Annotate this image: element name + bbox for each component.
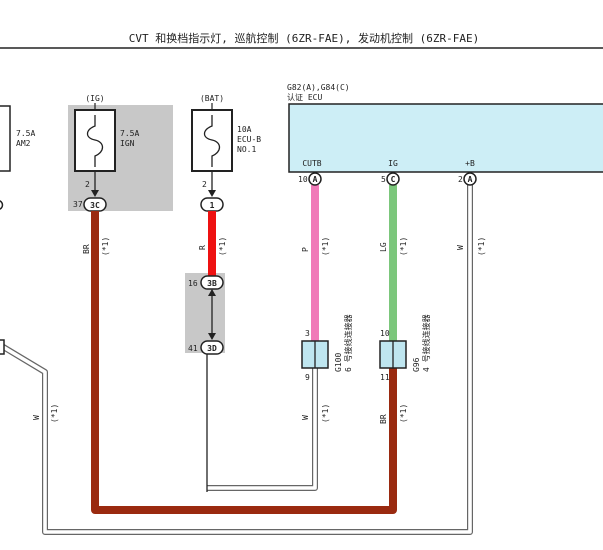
fuse-ecub-pin: 2 <box>202 180 207 189</box>
ecu-pin-b-num: 2 <box>458 175 463 184</box>
wire-w-g100-outline <box>207 368 318 491</box>
diagram-title: CVT 和换档指示灯, 巡航控制 (6ZR-FAE), 发动机控制 (6ZR-F… <box>129 31 479 45</box>
junction-3c-label: 3C <box>90 201 100 210</box>
label-br-left-mark: (*1) <box>101 237 110 256</box>
ecu-pin-ig-conn: C <box>391 175 396 184</box>
wire-labels: BR (*1) R (*1) P (*1) LG (*1) W (*1) W (… <box>32 237 486 424</box>
ecu-term-ig: IG <box>388 159 398 168</box>
fuse-am2-rating: 7.5A <box>16 129 35 138</box>
connector-g100-name: 6 号接线连接器 <box>343 314 353 372</box>
label-w-left-code: W <box>32 415 41 420</box>
junction-3d-pin: 41 <box>188 344 198 353</box>
label-br-left-code: BR <box>82 244 91 254</box>
fuse-ecub-name: ECU-B <box>237 135 261 144</box>
fuse-ign-pin: 2 <box>85 180 90 189</box>
label-p-mark: (*1) <box>321 237 330 256</box>
fuse-ign-supply: (IG) <box>85 94 104 103</box>
junction-3b-pin: 16 <box>188 279 198 288</box>
fuse-ign-rating: 7.5A <box>120 129 139 138</box>
label-r-mark: (*1) <box>218 237 227 256</box>
fuse-am2: 7.5A AM2 <box>0 105 35 210</box>
junction-3c-pin: 37 <box>73 200 83 209</box>
connector-g100-bottom-pin: 9 <box>305 373 310 382</box>
ecu-pin-cutb-conn: A <box>313 175 318 184</box>
junction-3d: 3D 41 <box>188 340 224 355</box>
junction-1-label: 1 <box>210 201 215 210</box>
label-w-g100-mark: (*1) <box>321 404 330 423</box>
connector-g96-top-pin: 10 <box>380 329 390 338</box>
ecu-ref: G82(A),G84(C) <box>287 83 350 92</box>
label-w-g100-code: W <box>301 415 310 420</box>
fuse-ecub-no: NO.1 <box>237 145 256 154</box>
fuse-ecub: (BAT) 10A ECU-B NO.1 2 1 <box>191 94 261 212</box>
ecu-term-b: +B <box>465 159 475 168</box>
ecu-box: G82(A),G84(C) 认证 ECU CUTB IG +B <box>287 83 603 173</box>
connector-g96: 10 11 G96 4 号接线连接器 <box>379 314 431 382</box>
connector-g100-id: G100 <box>334 353 343 372</box>
left-stub-connector <box>0 339 5 355</box>
label-p-code: P <box>301 247 310 252</box>
ecu-pin-ig: C 5 <box>381 172 400 186</box>
ecu-pin-b-conn: A <box>468 175 473 184</box>
label-w-right-code: W <box>456 245 465 250</box>
ecu-pin-ig-num: 5 <box>381 175 386 184</box>
fuse-am2-name: AM2 <box>16 139 31 148</box>
label-w-right-mark: (*1) <box>477 237 486 256</box>
label-r-code: R <box>198 245 207 250</box>
connector-g96-id: G96 <box>412 357 421 372</box>
connector-g100: 3 9 G100 6 号接线连接器 <box>301 314 353 382</box>
ecu-term-cutb: CUTB <box>302 159 321 168</box>
wire-w-g100 <box>207 368 317 490</box>
junction-3b: 3B 16 <box>188 275 224 290</box>
connector-g100-top-pin: 3 <box>305 329 310 338</box>
wire-br-main <box>91 211 397 514</box>
label-lg-code: LG <box>379 242 388 252</box>
wire-w-right <box>0 185 472 534</box>
label-br-g96-code: BR <box>379 414 388 424</box>
junction-3d-label: 3D <box>207 344 217 353</box>
ecu-name: 认证 ECU <box>287 92 322 102</box>
label-lg-mark: (*1) <box>399 237 408 256</box>
fuse-ecub-supply: (BAT) <box>200 94 224 103</box>
fuse-ecub-rating: 10A <box>237 125 252 134</box>
fuse-ign: (IG) 7.5A IGN 2 37 3C <box>73 94 139 212</box>
connector-g96-bottom-pin: 11 <box>380 373 390 382</box>
label-w-left-mark: (*1) <box>50 404 59 423</box>
ecu-pin-b: A 2 <box>458 172 477 186</box>
fuse-ign-name: IGN <box>120 139 135 148</box>
label-br-g96-mark: (*1) <box>399 404 408 423</box>
ecu-pin-cutb: A 10 <box>298 172 322 186</box>
junction-3b-label: 3B <box>207 279 217 288</box>
ecu-pin-cutb-num: 10 <box>298 175 308 184</box>
connector-g96-name: 4 号接线连接器 <box>421 314 431 372</box>
